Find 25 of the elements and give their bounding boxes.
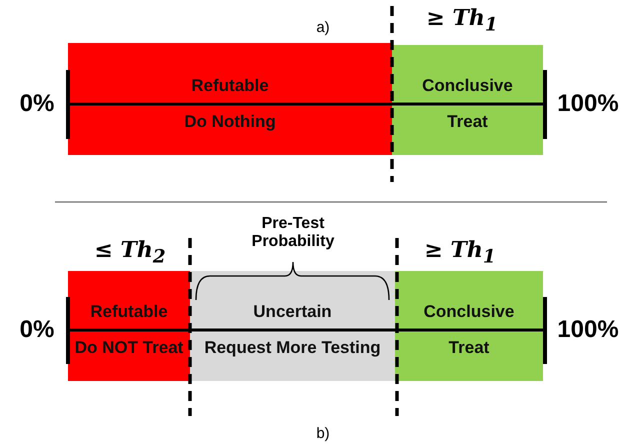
- threshold-label: ≤ Th$_{2}$: [94, 236, 166, 268]
- refute-band: [68, 271, 190, 381]
- panel-label: b): [316, 424, 330, 442]
- conclusive-band: [395, 271, 543, 381]
- action-label: Do NOT Treat: [74, 338, 184, 358]
- refute-band: [68, 43, 392, 155]
- category-label: Refutable: [89, 302, 169, 322]
- category-label: Refutable: [190, 76, 270, 96]
- category-label: Conclusive: [422, 302, 516, 322]
- panel-label: a): [316, 18, 330, 36]
- action-label: Request More Testing: [203, 338, 382, 358]
- category-label: Conclusive: [421, 76, 514, 96]
- conclusive-band: [392, 45, 543, 155]
- axis-start-label: 0%: [20, 90, 54, 118]
- action-label: Do Nothing: [183, 112, 277, 132]
- action-label: Treat: [448, 338, 490, 358]
- category-label: Uncertain: [252, 302, 333, 322]
- axis-start-label: 0%: [20, 316, 54, 344]
- action-label: Treat: [446, 112, 489, 132]
- axis-end-label: 100%: [557, 90, 619, 118]
- threshold-label: ≥ Th$_{1}$: [424, 236, 496, 268]
- axis-end-label: 100%: [557, 316, 619, 344]
- threshold-label: ≥ Th$_{1}$: [426, 4, 498, 36]
- axis-title: Pre-Test Probability: [250, 215, 336, 251]
- uncertain-band: [190, 271, 395, 381]
